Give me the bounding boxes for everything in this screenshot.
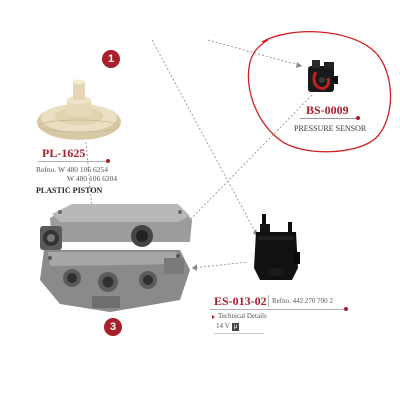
piston-code[interactable]: PL-1625 xyxy=(42,146,86,160)
badge-number-3: 3 xyxy=(104,318,122,336)
solenoid-code-underline xyxy=(210,309,346,310)
leader-line-piston-to-valve xyxy=(85,141,93,209)
voltage-underline xyxy=(214,333,264,334)
sensor-code-underline xyxy=(300,118,358,119)
voltage-value: 14 V xyxy=(216,322,230,330)
badge-number-1: 1 xyxy=(102,50,120,68)
piston-caption: PLASTIC PISTON xyxy=(36,186,103,195)
piston-refno-1: Refno. W 480 106 6254 xyxy=(36,165,109,174)
piston-code-dot xyxy=(106,159,110,163)
sensor-code[interactable]: BS-0009 xyxy=(306,103,349,117)
leader-line-valve-to-solenoid xyxy=(191,261,249,269)
voltage-badge-icon: µ xyxy=(231,323,240,331)
badge-1-label: 1 xyxy=(107,53,115,65)
sensor-code-dot xyxy=(356,116,360,120)
leader-line-top-to-solenoid xyxy=(151,39,259,238)
plastic-piston-image[interactable] xyxy=(34,76,124,148)
sensor-caption: PRESSURE SENSOR xyxy=(294,124,367,133)
solenoid-code-dot xyxy=(344,307,348,311)
badge-3-label: 3 xyxy=(109,321,117,333)
solenoid-coil-image[interactable] xyxy=(250,212,304,284)
pressure-sensor-image[interactable] xyxy=(302,58,342,100)
leader-line-to-sensor xyxy=(207,39,303,67)
arrowhead-sensor xyxy=(296,62,302,68)
solenoid-divider xyxy=(268,295,269,307)
solenoid-refno: Refno. 442 270 700 2 xyxy=(272,297,333,305)
valve-assembly-image[interactable] xyxy=(30,200,195,315)
tech-details-link[interactable]: Technical Details xyxy=(218,312,267,320)
piston-code-underline xyxy=(38,161,108,162)
piston-refno-2: W 480 106 6204 xyxy=(67,174,118,183)
leader-line-sensor-to-valve xyxy=(185,94,313,225)
tech-details-arrow-icon xyxy=(212,315,215,319)
solenoid-code[interactable]: ES-013-02 xyxy=(214,294,267,308)
highlight-circle xyxy=(247,31,392,153)
arrowhead-valve-right xyxy=(192,264,197,271)
